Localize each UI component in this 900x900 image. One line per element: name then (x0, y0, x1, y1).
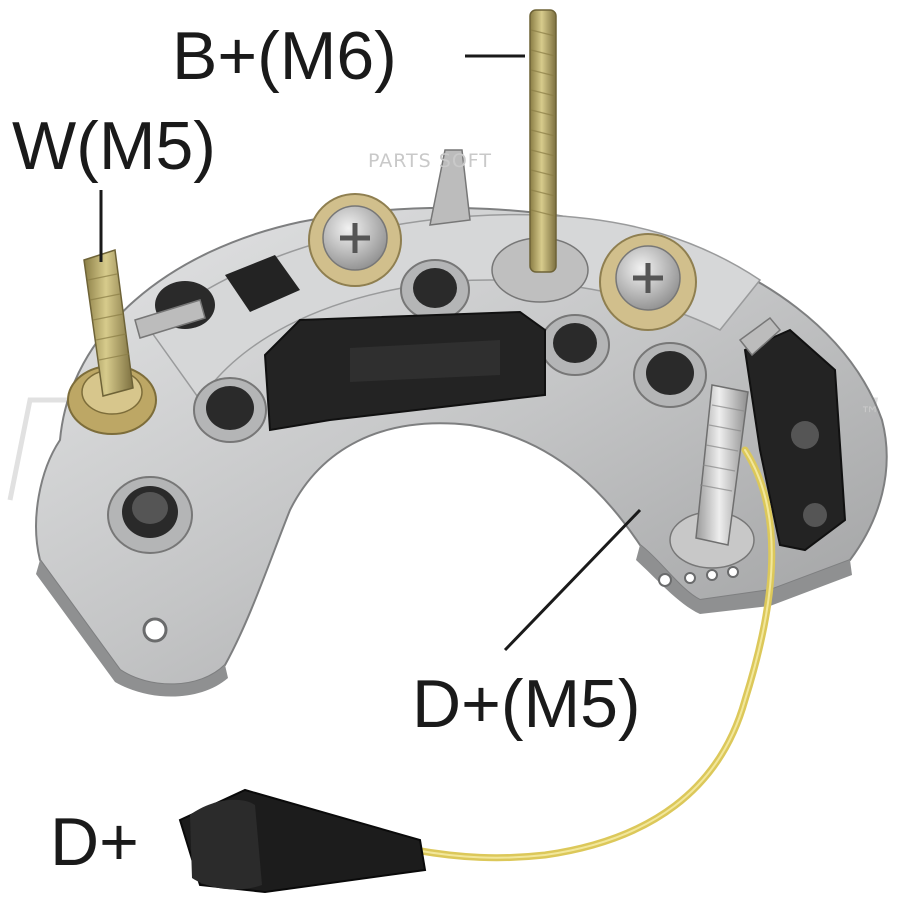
w-label: W(M5) (12, 108, 216, 184)
diode (193, 377, 267, 443)
parts-soft-watermark-visible: PARTS SOFT (368, 150, 492, 172)
d-plus-m5-leader-line (503, 508, 642, 652)
insulator-hole (803, 503, 827, 527)
trademark-symbol: ™ (860, 402, 880, 426)
connector-boot (190, 799, 262, 890)
b-plus-label: B+(M6) (172, 18, 397, 94)
b-plus-thread (530, 29, 556, 217)
diode (400, 259, 470, 321)
terminal-clip (225, 255, 300, 312)
w-stud (83, 249, 134, 397)
terminal-screw (599, 233, 697, 331)
terminal-tab (134, 299, 206, 339)
mounting-hole (727, 566, 739, 578)
terminal-tab (738, 316, 782, 357)
wire-highlight (414, 449, 773, 859)
insulator-hole (791, 421, 819, 449)
insulator-ridge (350, 340, 500, 382)
mounting-hole (658, 573, 672, 587)
diode (107, 476, 193, 554)
mounting-hole (706, 569, 718, 581)
mounting-hole (142, 617, 168, 643)
diode (540, 314, 610, 376)
mounting-hole (684, 572, 696, 584)
b-plus-stud (529, 9, 557, 273)
d-plus-label: D+ (50, 804, 139, 880)
terminal-tab (429, 149, 471, 226)
terminal-screw (308, 193, 402, 287)
w-thread (87, 273, 130, 361)
diode (633, 342, 707, 408)
plate-edge-right (636, 545, 852, 614)
d-plus-m5-label: D+(M5) (412, 666, 641, 742)
d-plus-thread (699, 404, 745, 492)
plate-edge (36, 560, 228, 697)
